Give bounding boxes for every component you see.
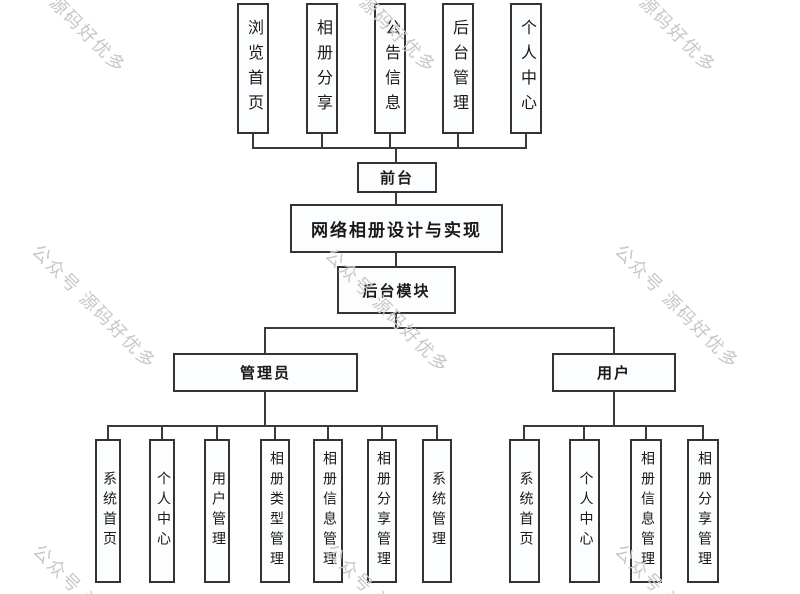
node-admin-album-info-management: 相册信息管理 xyxy=(313,439,343,583)
connector-line xyxy=(321,134,323,149)
connector-line xyxy=(216,425,218,439)
node-admin-user-management: 用户管理 xyxy=(204,439,230,583)
connector-line xyxy=(264,327,615,329)
connector-line xyxy=(264,392,266,427)
connector-line xyxy=(523,425,704,427)
node-admin-system-management: 系统管理 xyxy=(422,439,452,583)
node-announcement-info: 公告信息 xyxy=(374,3,406,134)
connector-line xyxy=(645,425,647,439)
node-admin: 管理员 xyxy=(173,353,358,392)
connector-line xyxy=(161,425,163,439)
connector-line xyxy=(264,327,266,353)
connector-line xyxy=(523,425,525,439)
node-user: 用户 xyxy=(552,353,676,392)
connector-line xyxy=(395,314,397,329)
connector-line xyxy=(457,134,459,149)
connector-line xyxy=(389,134,391,149)
connector-line xyxy=(107,425,438,427)
node-frontend: 前台 xyxy=(357,162,437,193)
connector-line xyxy=(107,425,109,439)
node-backend-management: 后台管理 xyxy=(442,3,474,134)
connector-line xyxy=(327,425,329,439)
connector-line xyxy=(436,425,438,439)
node-user-album-info-management: 相册信息管理 xyxy=(630,439,662,583)
node-root-title: 网络相册设计与实现 xyxy=(290,204,503,253)
connector-line xyxy=(274,425,276,439)
connector-line xyxy=(613,392,615,427)
node-admin-system-home: 系统首页 xyxy=(95,439,121,583)
node-browse-home: 浏览首页 xyxy=(237,3,269,134)
node-personal-center: 个人中心 xyxy=(510,3,542,134)
node-album-share: 相册分享 xyxy=(306,3,338,134)
node-user-personal-center: 个人中心 xyxy=(569,439,600,583)
node-admin-album-type-management: 相册类型管理 xyxy=(260,439,290,583)
watermark-text: 公众号 源码好优多 xyxy=(588,0,721,78)
connector-line xyxy=(252,134,254,149)
connector-line xyxy=(381,425,383,439)
connector-line xyxy=(613,327,615,353)
node-user-album-share-management: 相册分享管理 xyxy=(687,439,719,583)
node-user-system-home: 系统首页 xyxy=(509,439,540,583)
node-backend-module: 后台模块 xyxy=(337,266,456,314)
watermark-text: 公众号 源码好优多 xyxy=(0,0,131,78)
node-admin-personal-center: 个人中心 xyxy=(149,439,175,583)
node-admin-album-share-management: 相册分享管理 xyxy=(367,439,397,583)
connector-line xyxy=(252,147,527,149)
connector-line xyxy=(583,425,585,439)
connector-line xyxy=(702,425,704,439)
watermark-text: 公众号 源码好优多 xyxy=(28,240,161,374)
connector-line xyxy=(395,147,397,163)
connector-line xyxy=(525,134,527,149)
connector-line xyxy=(395,193,397,205)
connector-line xyxy=(395,253,397,267)
